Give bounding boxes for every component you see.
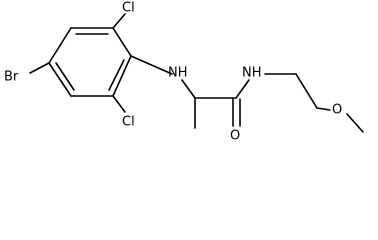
structure-canvas: Cl Cl Br NH NH O O bbox=[4, 1, 364, 144]
bond-c-br bbox=[29, 62, 50, 74]
atom-nh-amine: NH bbox=[168, 66, 188, 81]
benzene-ring bbox=[48, 27, 132, 97]
bond-ring-nh bbox=[130, 55, 173, 75]
ring-double-bond bbox=[55, 62, 75, 91]
ring-bond bbox=[112, 27, 132, 57]
bond-c-cl-top bbox=[112, 13, 126, 29]
ring-bond bbox=[112, 55, 132, 97]
bond-o-methyl bbox=[346, 113, 364, 133]
bond-ch2-o bbox=[316, 107, 331, 111]
ring-bond bbox=[48, 27, 72, 64]
bond-nh-ch bbox=[181, 79, 196, 99]
ring-double-bond bbox=[108, 59, 125, 91]
atom-o-ether: O bbox=[332, 103, 342, 118]
atom-nh-amide: NH bbox=[242, 66, 262, 81]
molecule-structure: Cl Cl Br NH NH O O bbox=[4, 1, 364, 144]
atom-br: Br bbox=[4, 70, 19, 85]
atom-cl-top: Cl bbox=[122, 1, 135, 16]
bond-ch2-ch2 bbox=[295, 73, 318, 109]
atom-o-carbonyl: O bbox=[230, 129, 240, 144]
bond-c-cl-bottom bbox=[112, 95, 126, 113]
bond-carbonyl-nh bbox=[235, 79, 250, 99]
ring-bond bbox=[48, 62, 72, 97]
atom-cl-bottom: Cl bbox=[122, 115, 135, 130]
